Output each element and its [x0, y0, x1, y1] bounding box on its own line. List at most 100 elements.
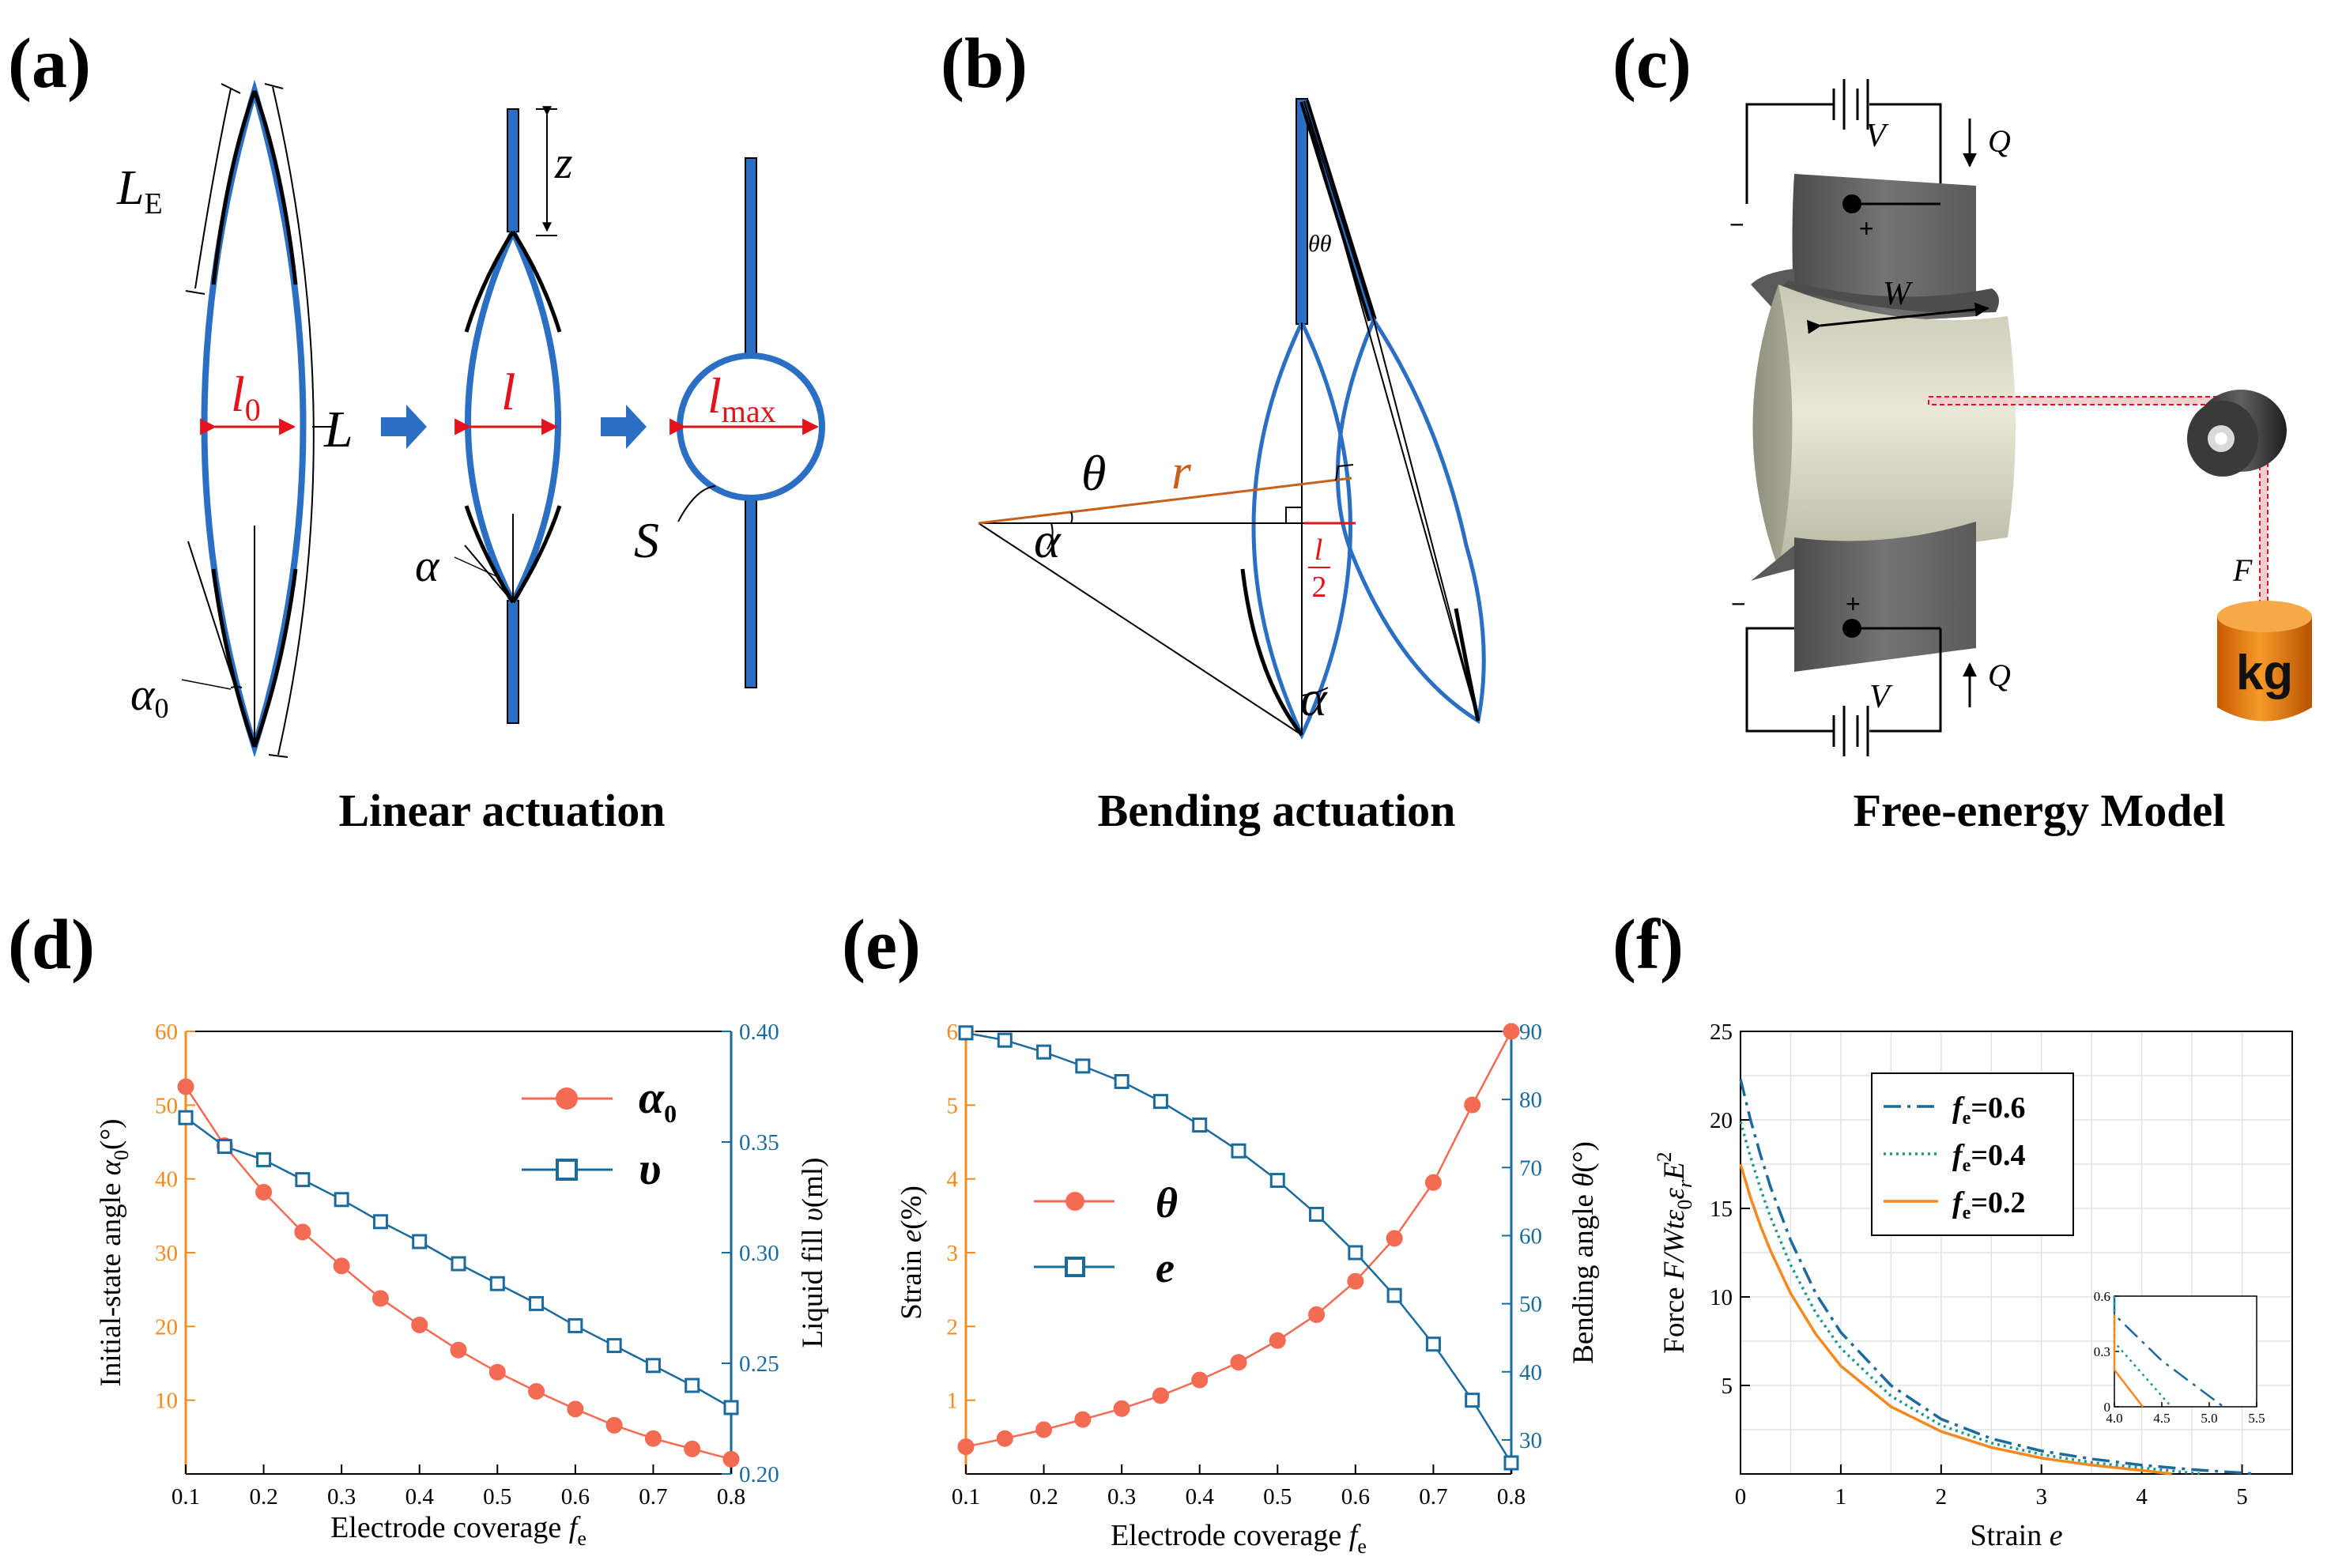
- data-point: [1386, 1287, 1402, 1303]
- y-left-tick-label: 3: [947, 1241, 959, 1266]
- x-tick-label: 0.7: [639, 1484, 667, 1510]
- y-right-tick-label: 80: [1519, 1087, 1542, 1113]
- data-point: [1075, 1058, 1091, 1074]
- x-tick-label: 0.6: [1341, 1484, 1370, 1510]
- x-tick-label: 0.5: [1263, 1484, 1292, 1510]
- string-horizontal: [1928, 396, 2253, 405]
- symbol-V-bottom: V: [1869, 679, 1893, 715]
- data-point: [1035, 1421, 1053, 1438]
- symbol-l: l: [501, 364, 515, 421]
- plus-bottom: +: [1846, 590, 1861, 618]
- x-axis-label: Strain e: [1970, 1519, 2062, 1552]
- symbol-alpha: α: [415, 540, 440, 591]
- x-tick-label: 0.8: [717, 1484, 745, 1510]
- data-point: [1424, 1174, 1442, 1191]
- inset-x-tick-label: 4.0: [2106, 1411, 2122, 1426]
- x-tick-label: 0.1: [952, 1484, 980, 1510]
- legend-label: fe=0.2: [1952, 1186, 2025, 1223]
- y-tick-label: 20: [1710, 1108, 1733, 1133]
- legend-label-v: υ: [639, 1143, 661, 1194]
- data-point: [1386, 1230, 1403, 1247]
- data-point: [1114, 1073, 1130, 1089]
- symbol-r: r: [1171, 443, 1192, 499]
- data-point: [256, 1152, 272, 1167]
- plus-top: +: [1859, 214, 1874, 243]
- y-left-tick-label: 50: [155, 1093, 178, 1118]
- data-point: [568, 1317, 583, 1333]
- inset-y-tick-label: 0.3: [2094, 1344, 2110, 1359]
- data-point: [1347, 1272, 1364, 1290]
- tail-top-mid: [507, 108, 519, 232]
- inset-frame: [2114, 1295, 2257, 1408]
- panel-label-f: (f): [1612, 906, 1684, 984]
- data-point: [1465, 1393, 1480, 1408]
- x-tick-label: 5: [2236, 1484, 2248, 1510]
- legend-label-alpha0: α0: [639, 1072, 677, 1128]
- symbol-lmax: lmax: [707, 368, 776, 429]
- x-tick-label: 0.7: [1419, 1484, 1447, 1510]
- data-point: [684, 1440, 701, 1457]
- caption-free-energy-model: Free-energy Model: [1854, 785, 2226, 836]
- tube-end-cap: [1752, 285, 1793, 569]
- y-right-tick-label: 0.20: [739, 1462, 779, 1487]
- tail-bottom-right: [745, 489, 757, 688]
- data-point: [411, 1316, 428, 1333]
- symbol-V-top: V: [1865, 118, 1889, 154]
- data-point: [1308, 1306, 1326, 1323]
- series-line: [965, 1031, 1513, 1464]
- x-tick-label: 1: [1835, 1484, 1847, 1510]
- y-axis-label-left: Initial-state angle α0(°): [95, 1119, 133, 1387]
- data-point: [529, 1295, 545, 1311]
- x-tick-label: 0.3: [327, 1484, 356, 1510]
- y-right-tick-label: 40: [1519, 1360, 1542, 1385]
- y-left-tick-label: 10: [155, 1389, 178, 1414]
- data-point: [685, 1378, 700, 1393]
- data-point: [645, 1358, 661, 1374]
- electrode-bottom-right: [252, 568, 298, 748]
- data-point: [1192, 1118, 1208, 1133]
- y-right-tick-label: 50: [1519, 1292, 1542, 1317]
- data-point: [178, 1110, 194, 1125]
- mass-label: kg: [2236, 646, 2293, 700]
- symbol-Q-bottom: Q: [1988, 658, 2011, 693]
- tail-vertical: [1296, 98, 1308, 325]
- y-right-tick-label: 30: [1519, 1428, 1542, 1453]
- data-point: [217, 1139, 232, 1155]
- caption-bending-actuation: Bending actuation: [1098, 785, 1456, 836]
- y-left-tick-label: 1: [947, 1389, 959, 1414]
- x-tick-label: 0.5: [483, 1484, 511, 1510]
- panel-label-a: (a): [8, 24, 91, 103]
- data-point: [334, 1192, 349, 1208]
- caption-linear-actuation: Linear actuation: [339, 785, 666, 836]
- symbol-alpha0: α0: [130, 669, 168, 724]
- diagram-bending-actuation: θ r α α θθ l 2: [978, 98, 1486, 740]
- minus-top: −: [1729, 210, 1744, 239]
- electrode-band-top: [1792, 174, 1976, 320]
- x-tick-label: 0.8: [1497, 1484, 1526, 1510]
- x-tick-label: 4: [2136, 1484, 2148, 1510]
- data-point: [606, 1338, 622, 1354]
- data-point: [723, 1400, 739, 1415]
- y-right-tick-label: 70: [1519, 1155, 1542, 1181]
- y-left-tick-label: 60: [155, 1020, 178, 1045]
- x-tick-label: 0.2: [249, 1484, 277, 1510]
- symbol-z: z: [554, 137, 573, 188]
- data-point: [1269, 1332, 1286, 1349]
- legend-label-theta: θ: [1156, 1179, 1178, 1227]
- data-point: [371, 1290, 389, 1307]
- data-point: [605, 1416, 623, 1434]
- x-tick-label: 0.4: [405, 1484, 435, 1510]
- x-tick-label: 0.2: [1029, 1484, 1058, 1510]
- legend-marker-theta: [1065, 1192, 1084, 1211]
- data-point: [1425, 1336, 1441, 1352]
- y-left-tick-label: 6: [947, 1020, 959, 1045]
- series-line: [1739, 1163, 2172, 1476]
- data-point: [996, 1430, 1013, 1447]
- y-right-tick-label: 0.35: [739, 1130, 779, 1155]
- symbol-theta: θ: [1081, 445, 1106, 501]
- data-point: [1152, 1094, 1168, 1110]
- data-point: [1231, 1143, 1246, 1159]
- y-right-tick-label: 60: [1519, 1223, 1542, 1249]
- inset-y-tick-label: 0.6: [2094, 1289, 2110, 1304]
